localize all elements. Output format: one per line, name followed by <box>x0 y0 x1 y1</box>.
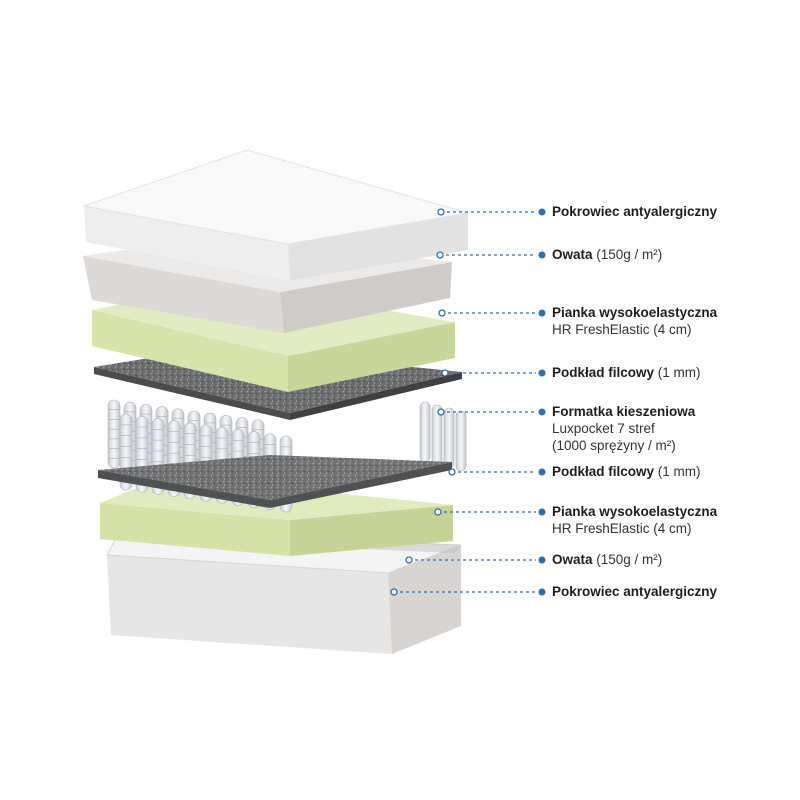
top-cover-layer <box>82 149 469 281</box>
layer-detail: (1 mm) <box>654 365 701 380</box>
callout-end-dot <box>538 309 546 317</box>
callout-end-dot <box>538 251 546 259</box>
layer-label: Pokrowiec antyalergiczny <box>552 583 717 600</box>
lower-felt-layer <box>98 455 452 508</box>
callout-end-dot <box>538 508 546 516</box>
white-pocket-spring <box>419 401 431 463</box>
layer-subtitle: HR FreshElastic (4 cm) <box>552 521 692 536</box>
callout-anchor-dot <box>390 588 398 596</box>
callout-anchor-dot <box>438 309 446 317</box>
callout-end-dot <box>538 588 546 596</box>
callout-anchor-dot <box>437 408 445 416</box>
layer-title: Podkład filcowy <box>552 464 655 479</box>
callout-end-dot <box>538 556 546 564</box>
layer-title: Pianka wysokoelastyczna <box>552 305 718 320</box>
layer-label: Pianka wysokoelastyczna HR FreshElastic (… <box>552 503 717 537</box>
layer-label: Podkład filcowy (1 mm) <box>552 364 701 381</box>
callout-lines <box>390 208 546 596</box>
white-pocket-spring <box>443 407 455 469</box>
callout-anchor-dot <box>436 251 444 259</box>
layer-title: Pokrowiec antyalergiczny <box>552 204 718 219</box>
callout-anchor-dot <box>405 556 413 564</box>
layer-title: Pokrowiec antyalergiczny <box>552 584 718 599</box>
layer-label: Pokrowiec antyalergiczny <box>552 203 717 220</box>
layer-title: Formatka kieszeniowa <box>552 404 696 419</box>
callout-anchor-dot <box>441 369 449 377</box>
white-pocket-spring <box>107 399 121 469</box>
layer-detail: (1 mm) <box>654 464 701 479</box>
layer-label: Owata (150g / m²) <box>552 551 662 568</box>
callout-anchor-dot <box>437 208 445 216</box>
layer-label: Podkład filcowy (1 mm) <box>552 463 701 480</box>
layer-detail: (150g / m²) <box>592 247 663 262</box>
layer-detail: (150g / m²) <box>592 552 663 567</box>
layer-label: Pianka wysokoelastyczna HR FreshElastic (… <box>552 304 717 338</box>
layer-title: Podkład filcowy <box>552 365 655 380</box>
layer-subtitle: Luxpocket 7 stref <box>552 421 655 436</box>
layer-subtitle: HR FreshElastic (4 cm) <box>552 322 692 337</box>
white-pocket-spring <box>455 410 467 472</box>
layer-subtitle: (1000 sprężyny / m²) <box>552 438 676 453</box>
callout-end-dot <box>538 208 546 216</box>
callout-end-dot <box>538 369 546 377</box>
callout-anchor-dot <box>434 508 442 516</box>
callout-end-dot <box>538 408 546 416</box>
layer-title: Owata <box>552 552 593 567</box>
callout-anchor-dot <box>448 468 456 476</box>
layer-label: Owata (150g / m²) <box>552 246 662 263</box>
layer-title: Pianka wysokoelastyczna <box>552 504 718 519</box>
layer-title: Owata <box>552 247 593 262</box>
callout-end-dot <box>538 468 546 476</box>
